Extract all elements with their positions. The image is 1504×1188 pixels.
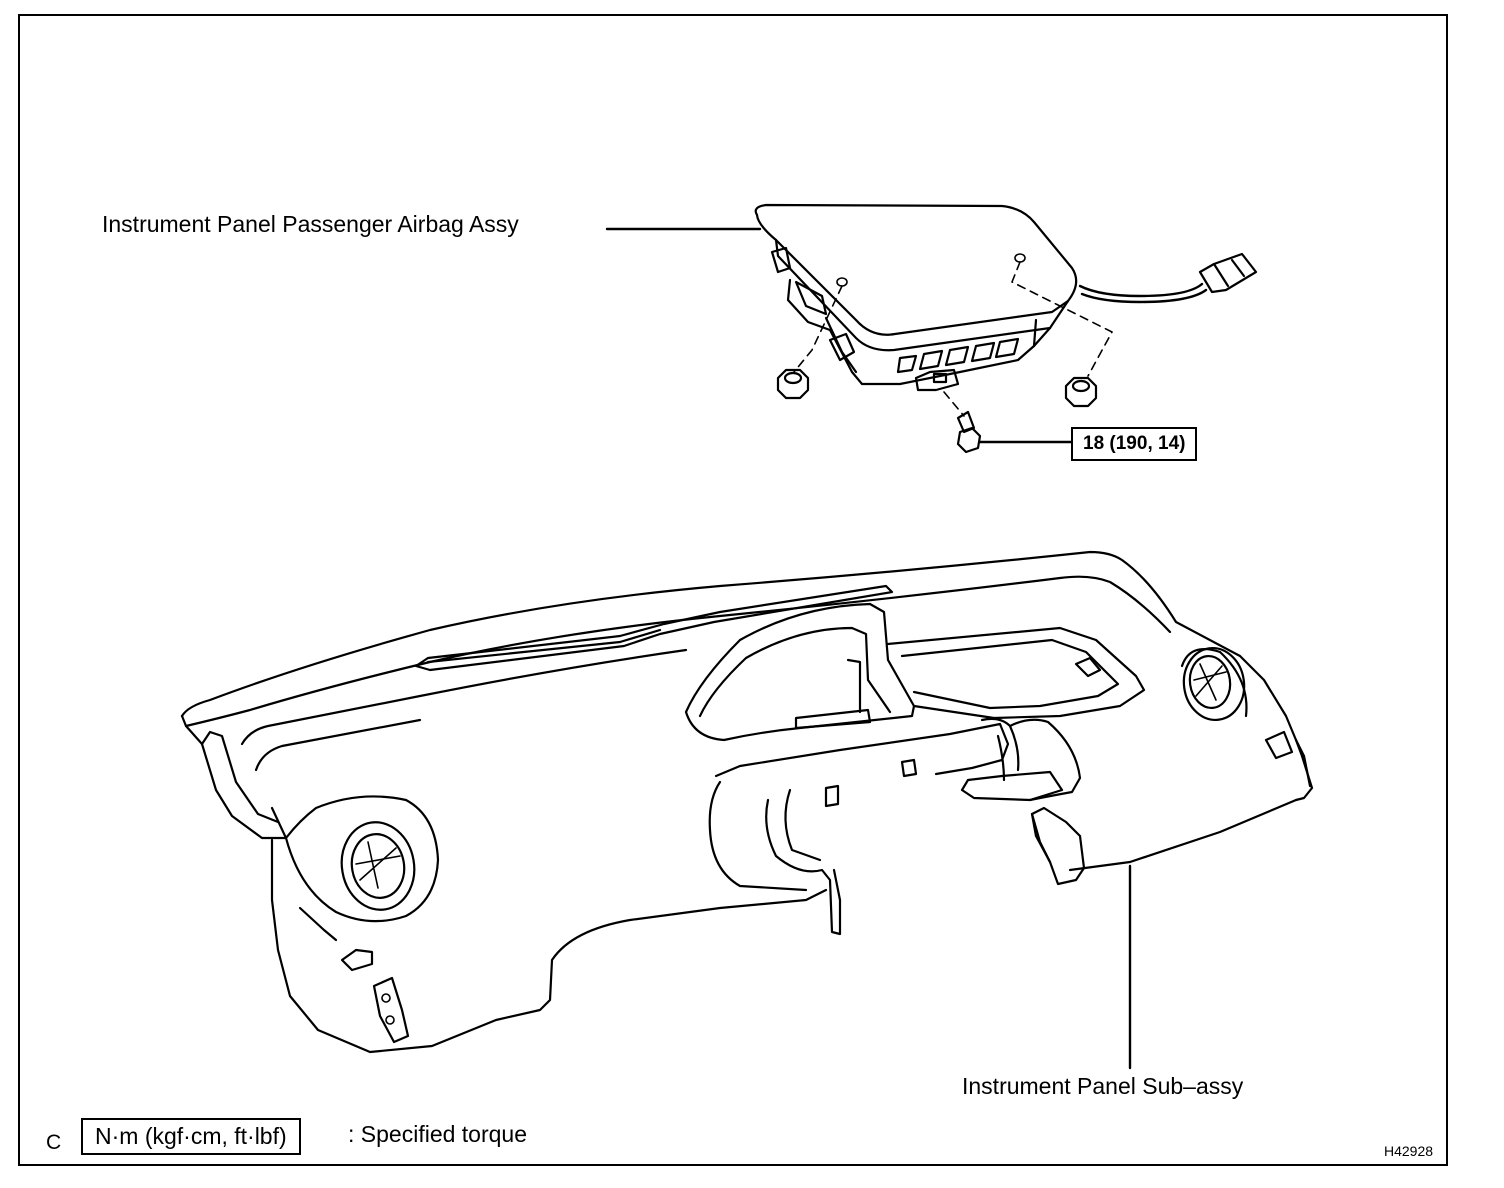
diagram-frame <box>18 14 1448 1166</box>
airbag-lid <box>754 203 1078 336</box>
figure-id: H42928 <box>1384 1143 1434 1159</box>
legend-letter: C <box>46 1131 62 1154</box>
instrument-panel-drawing <box>180 550 1314 1070</box>
nut-left <box>776 368 810 400</box>
torque-legend-text: : Specified torque <box>348 1121 528 1147</box>
torque-units-box: N·m (kgf·cm, ft·lbf) <box>81 1118 301 1155</box>
bolt <box>956 410 1074 454</box>
airbag-assy-drawing <box>605 203 1258 454</box>
nut-right <box>1064 376 1098 408</box>
torque-spec-box: 18 (190, 14) <box>1071 427 1198 461</box>
panel-sub-assy-label: Instrument Panel Sub–assy <box>962 1073 1244 1099</box>
airbag-assy-label: Instrument Panel Passenger Airbag Assy <box>102 211 519 237</box>
